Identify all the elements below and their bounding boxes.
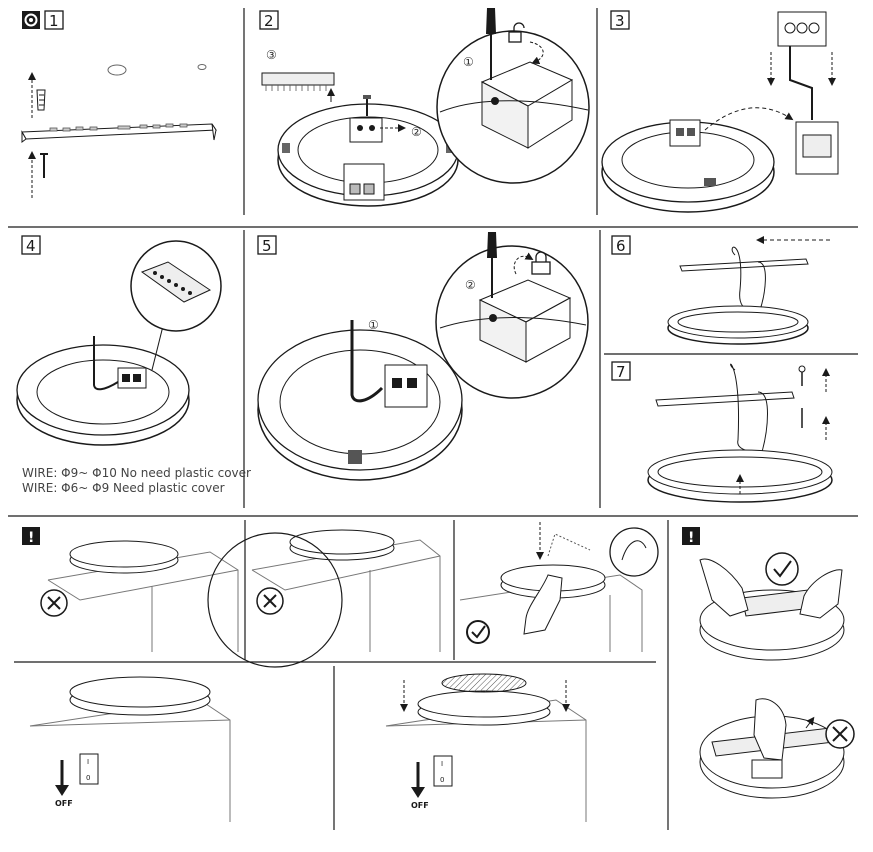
svg-text:OFF: OFF	[55, 799, 73, 808]
callout-1: ①	[463, 55, 474, 69]
switch-icon: OFF I 0	[55, 753, 99, 808]
step-4-label: 4	[26, 237, 36, 255]
ceiling-light-body	[257, 329, 463, 481]
ceiling-light-body	[277, 103, 459, 207]
settings-icon	[22, 11, 40, 29]
callout-1: ①	[368, 318, 379, 332]
step-2-box	[259, 10, 279, 30]
check-icon	[765, 552, 799, 586]
wire-note-1: WIRE: Φ9~ Φ10 No need plastic cover	[22, 466, 251, 480]
screw-icon	[363, 95, 371, 116]
cross-icon	[40, 589, 68, 617]
cable	[350, 320, 384, 403]
svg-text:0: 0	[440, 776, 444, 784]
detail-zoom-circle	[435, 245, 589, 399]
ceiling-light-body	[16, 344, 190, 446]
step-1-box	[44, 10, 64, 30]
unlock-icon	[508, 22, 525, 43]
callout-2: ②	[465, 278, 476, 292]
step-5-box	[257, 235, 277, 255]
panel-step-5: 5 ① ②	[257, 232, 589, 481]
wire-note-2: WIRE: Φ6~ Φ9 Need plastic cover	[22, 481, 225, 495]
step-7-label: 7	[616, 363, 626, 381]
detail-zoom-circle	[609, 527, 659, 577]
cross-icon	[256, 587, 284, 615]
cross-icon	[825, 719, 855, 749]
emphasis-circle	[207, 532, 343, 668]
svg-text:!: !	[688, 530, 694, 546]
lock-icon	[531, 251, 551, 275]
panel-step-6: 6	[611, 235, 830, 345]
ceiling-light-body	[69, 676, 211, 716]
step-6-box	[611, 235, 631, 255]
warning-section: !	[22, 522, 659, 822]
mounting-bracket	[21, 123, 217, 143]
callout-3: ③	[266, 48, 277, 62]
hand-icon	[699, 558, 843, 619]
step-2-label: 2	[264, 12, 274, 30]
check-icon	[466, 620, 490, 644]
cable	[93, 336, 119, 391]
hand-icon	[523, 574, 563, 635]
warning-icon: !	[22, 527, 40, 546]
detail-zoom-circle	[436, 30, 590, 184]
switch-icon: OFF I 0	[411, 755, 453, 810]
svg-text:I: I	[87, 758, 89, 766]
panel-step-4: 4 WIRE: Φ9~ Φ10 No need plastic cover WI…	[16, 235, 251, 495]
panel-step-3: 3	[601, 10, 839, 213]
ceiling-light-body	[667, 305, 809, 345]
panel-step-7: 7	[611, 361, 833, 503]
step-4-box	[21, 235, 41, 255]
terminal-block	[343, 117, 385, 201]
screw-icon	[798, 365, 806, 428]
step-3-box	[610, 10, 630, 30]
screwdriver-icon	[486, 8, 496, 80]
hand-icon	[753, 698, 787, 761]
step-1-label: 1	[49, 12, 59, 30]
ceiling-light-body	[601, 119, 775, 213]
screw-icon	[40, 153, 48, 178]
panel-step-2: 2 ③	[259, 8, 590, 207]
terminal-strip	[261, 72, 335, 91]
warning-removal-section: !	[682, 527, 855, 799]
panel-dividers	[8, 8, 858, 830]
svg-text:I: I	[441, 760, 443, 768]
ceiling-light-body	[289, 529, 395, 561]
callout-2: ②	[411, 125, 422, 139]
ceiling-light-body	[417, 673, 551, 726]
step-3-label: 3	[615, 12, 625, 30]
driver-box	[795, 121, 839, 175]
terminal-block	[777, 11, 827, 47]
step-6-label: 6	[616, 237, 626, 255]
ceiling-light-body	[69, 540, 179, 574]
warning-icon: !	[682, 527, 700, 546]
wall-plug-icon	[36, 89, 46, 111]
panel-step-1: 1	[21, 10, 217, 198]
step-5-label: 5	[262, 237, 272, 255]
detail-zoom-circle	[130, 240, 222, 332]
svg-text:OFF: OFF	[411, 801, 429, 810]
step-7-box	[611, 361, 631, 381]
screwdriver-icon	[487, 232, 497, 298]
svg-text:0: 0	[86, 774, 90, 782]
svg-text:!: !	[28, 530, 34, 546]
ceiling-light-body	[647, 449, 833, 503]
